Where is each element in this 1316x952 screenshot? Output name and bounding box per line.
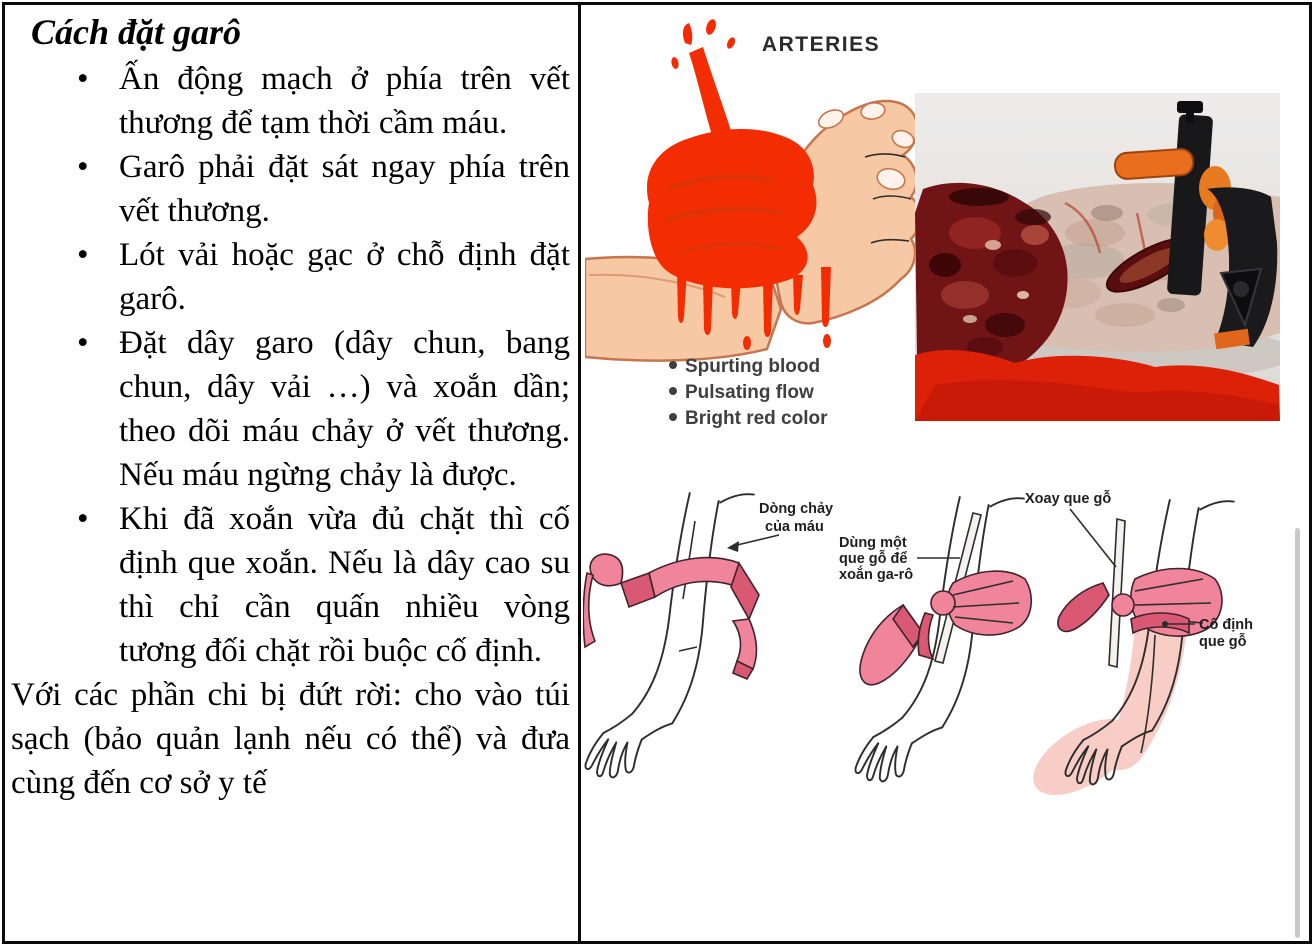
list-item: Khi đã xoắn vừa đủ chặt thì cố định que … [11, 497, 570, 673]
page-title: Cách đặt garô [31, 12, 242, 52]
instruction-list: Ấn động mạch ở phía trên vết thương để t… [11, 57, 570, 673]
figures-cell: ARTERIES [581, 5, 1309, 941]
list-item: Đặt dây garo (dây chun, bang chun, dây v… [11, 321, 570, 497]
fix-stick-label: Cố định [1199, 617, 1253, 633]
severed-limb-note: Với các phần chi bị đứt rời: cho vào túi… [11, 677, 570, 801]
bullet-icon [669, 413, 677, 421]
arteries-figure-title: ARTERIES [762, 33, 880, 56]
fix-stick-label: que gỗ [1199, 633, 1247, 650]
spurting-blood-drawing [646, 19, 831, 350]
sign-item: Bright red color [685, 408, 828, 429]
image-scrollbar-strip [1295, 528, 1300, 938]
tourniquet-steps-figure: Dòng chảy của máu Dùng một que gỗ để xoắ… [583, 490, 1253, 796]
use-stick-label: Dùng một [839, 535, 907, 551]
step3-arm-drawing [1033, 499, 1235, 796]
sign-item: Pulsating flow [685, 382, 814, 403]
list-item: Ấn động mạch ở phía trên vết thương để t… [11, 57, 570, 145]
use-stick-label: que gỗ để [839, 550, 907, 567]
use-stick-label: xoắn ga-rô [839, 565, 913, 583]
sign-item: Spurting blood [685, 356, 820, 377]
blood-flow-label: Dòng chảy [759, 501, 833, 517]
bullet-icon [669, 387, 677, 395]
arteries-figure: ARTERIES [585, 19, 920, 429]
arterial-signs-list: Spurting blood Pulsating flow Bright red… [669, 356, 828, 429]
blood-pool [915, 349, 1280, 421]
bullet-icon [669, 361, 677, 369]
step-labels: Dòng chảy của máu Dùng một que gỗ để xoắ… [727, 490, 1253, 650]
list-item: Garô phải đặt sát ngay phía trên vết thư… [11, 145, 570, 233]
wound-photo [915, 93, 1280, 421]
tourniquet-device [1113, 101, 1278, 350]
step1-arm-drawing [583, 492, 760, 779]
rotate-stick-label: Xoay que gỗ [1025, 490, 1111, 507]
blood-flow-label: của máu [765, 519, 824, 535]
list-item: Lót vải hoặc gạc ở chỗ định đặt garô. [11, 233, 570, 321]
instructions-cell: Cách đặt garô Ấn động mạch ở phía trên v… [5, 5, 581, 941]
amputation-wound [915, 182, 1068, 381]
arrow-icon [727, 541, 739, 552]
step2-arm-drawing [854, 496, 1032, 783]
pointer-dot-icon [1162, 621, 1168, 627]
